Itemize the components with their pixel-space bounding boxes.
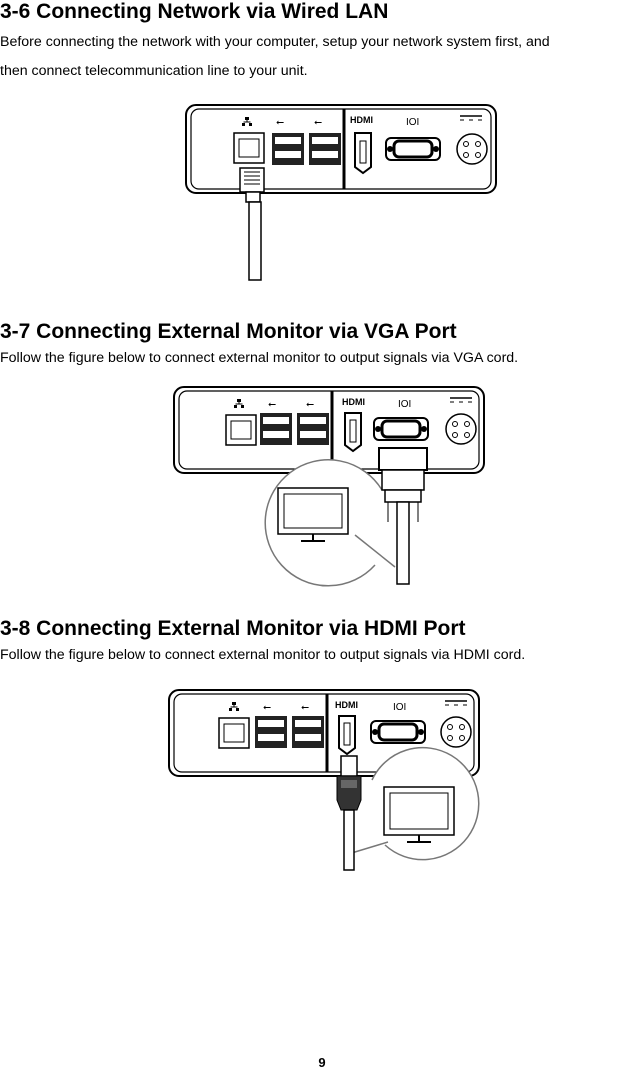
dc-power-port [445, 413, 477, 445]
usb-port [309, 133, 341, 165]
usb-icon: ⭠ [268, 399, 276, 410]
hdmi-label: HDMI [350, 115, 373, 125]
monitor-icon [277, 487, 349, 542]
section-body-vga: Follow the figure below to connect exter… [0, 350, 519, 366]
usb-icon: ⭠ [276, 117, 284, 128]
vga-cable [378, 447, 428, 585]
vga-label: IOI [393, 702, 406, 713]
network-icon [229, 702, 239, 711]
section-body-lan-line1: Before connecting the network with your … [0, 34, 550, 50]
usb-port [297, 413, 329, 445]
usb-port [260, 413, 292, 445]
monitor-icon [383, 786, 455, 843]
usb-icon: ⭠ [306, 399, 314, 410]
vga-port [370, 720, 426, 744]
section-heading-vga: 3-7 Connecting External Monitor via VGA … [0, 320, 457, 343]
dc-power-icon [445, 700, 467, 706]
dc-power-icon [460, 115, 482, 121]
dc-power-icon [450, 397, 472, 403]
lan-cable [239, 167, 265, 281]
section-body-lan-line2: then connect telecommunication line to y… [0, 63, 308, 79]
dc-power-port [456, 133, 488, 165]
usb-icon: ⭠ [301, 702, 309, 713]
vga-label: IOI [406, 117, 419, 128]
page-number: 9 [318, 1055, 326, 1070]
vga-port [385, 137, 441, 161]
section-heading-lan: 3-6 Connecting Network via Wired LAN [0, 0, 389, 23]
hdmi-label: HDMI [335, 700, 358, 710]
section-body-hdmi: Follow the figure below to connect exter… [0, 647, 526, 663]
network-icon [242, 117, 252, 126]
external-monitor-callout [264, 459, 396, 587]
section-heading-hdmi: 3-8 Connecting External Monitor via HDMI… [0, 617, 466, 640]
usb-port [255, 716, 287, 748]
usb-icon: ⭠ [263, 702, 271, 713]
usb-port [292, 716, 324, 748]
usb-port [272, 133, 304, 165]
hdmi-label: HDMI [342, 397, 365, 407]
usb-icon: ⭠ [314, 117, 322, 128]
network-icon [234, 399, 244, 408]
vga-label: IOI [398, 399, 411, 410]
dc-power-port [440, 716, 472, 748]
hdmi-cable [336, 755, 362, 871]
vga-port [373, 417, 429, 441]
external-monitor-callout [344, 746, 480, 861]
